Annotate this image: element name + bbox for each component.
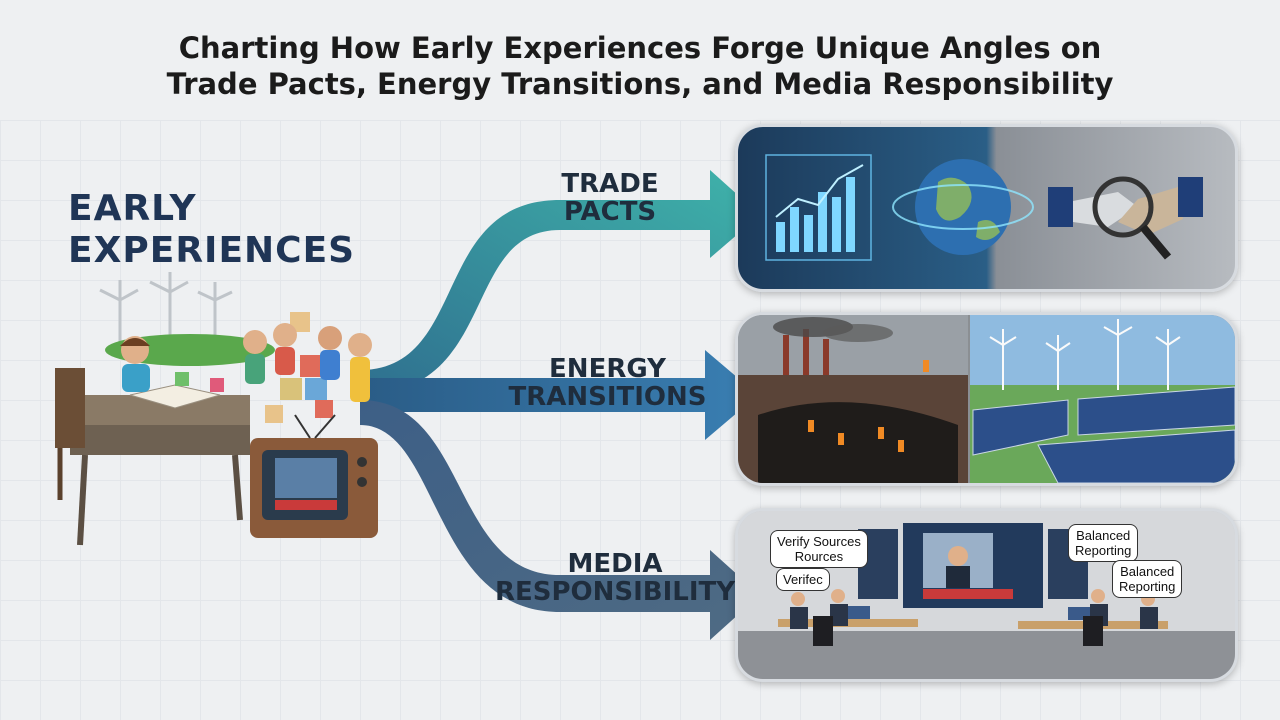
verifec-text: Verifec <box>783 572 823 587</box>
energy-label-line-1: ENERGY <box>549 354 666 384</box>
trade-pacts-panel <box>735 124 1238 292</box>
energy-label-line-2: TRANSITIONS <box>508 382 707 412</box>
source-label-line-2: EXPERIENCES <box>68 230 356 271</box>
wind-turbine-icon <box>989 319 1181 390</box>
bar-chart-icon <box>765 154 872 261</box>
media-label-line-2: RESPONSIBILITY <box>494 577 736 607</box>
title-line-2: Trade Pacts, Energy Transitions, and Med… <box>166 67 1114 101</box>
media-label-line-1: MEDIA <box>567 549 663 579</box>
magnifying-glass-icon <box>1092 176 1172 260</box>
video-wall-icon <box>903 523 1043 608</box>
media-arrow <box>360 400 760 640</box>
chair-icon <box>813 616 1103 646</box>
balanced-1-line-2: Reporting <box>1075 543 1132 558</box>
diagram-title: Charting How Early Experiences Forge Uni… <box>0 30 1280 102</box>
journalist-icon <box>790 589 1158 629</box>
handshake-icon <box>1048 177 1203 235</box>
balanced-2-line-1: Balanced <box>1120 564 1175 579</box>
smokestack-icon <box>773 317 893 380</box>
trade-arrow <box>360 170 760 395</box>
speech-bubble-verifec: Verifec <box>776 568 830 591</box>
trade-label-line-2: PACTS <box>563 197 657 227</box>
title-line-1: Charting How Early Experiences Forge Uni… <box>178 31 1102 65</box>
balanced-2-line-2: Reporting <box>1119 579 1176 594</box>
trade-illustration <box>765 154 1203 261</box>
branch-label-media-responsibility: MEDIA RESPONSIBILITY <box>490 550 740 606</box>
source-label: EARLY EXPERIENCES <box>68 188 355 272</box>
trade-label-line-1: TRADE <box>561 169 659 199</box>
energy-illustration <box>738 315 1235 483</box>
balanced-1-line-1: Balanced <box>1076 528 1131 543</box>
childhood-scene-illustration <box>55 272 378 546</box>
energy-transitions-panel <box>735 312 1238 486</box>
solar-panel-icon <box>972 386 1235 483</box>
globe-icon <box>892 159 1034 255</box>
source-label-line-1: EARLY <box>68 188 197 229</box>
verify-line-1: Verify Sources <box>777 534 861 549</box>
energy-arrow <box>360 350 758 440</box>
speech-bubble-balanced-reporting-1: Balanced Reporting <box>1068 524 1139 562</box>
speech-bubble-balanced-reporting-2: Balanced Reporting <box>1112 560 1183 598</box>
branch-label-trade-pacts: TRADE PACTS <box>540 170 680 226</box>
branch-label-energy-transitions: ENERGY TRANSITIONS <box>500 355 715 411</box>
verify-line-2: Rources <box>794 549 844 564</box>
worker-icon <box>808 360 929 452</box>
speech-bubble-verify-sources: Verify Sources Rources <box>770 530 868 568</box>
wind-turbine-icon <box>99 272 233 345</box>
